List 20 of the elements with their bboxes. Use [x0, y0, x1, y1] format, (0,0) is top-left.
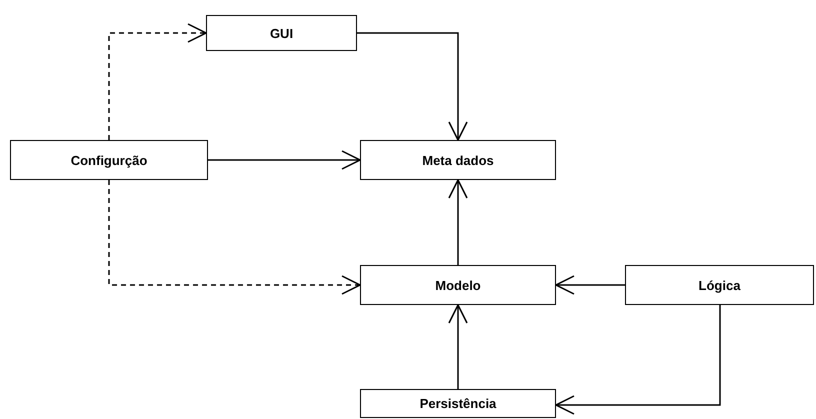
process-box: [10, 140, 208, 180]
process-box: [206, 15, 357, 51]
arrow: [108, 23, 207, 140]
arrow: [108, 180, 361, 295]
box-label: Modelo: [435, 278, 481, 292]
process-box: [625, 265, 814, 305]
arrow: [448, 179, 468, 265]
box-label: Configurção: [70, 152, 148, 168]
process-box: [360, 265, 556, 305]
arrow: [555, 305, 721, 415]
box-label: Lógica: [698, 278, 740, 292]
process-box: [360, 140, 556, 180]
arrow: [555, 275, 625, 295]
process-box: [360, 389, 556, 418]
arrow: [448, 304, 468, 389]
arrow: [208, 150, 361, 170]
box-label: Persistência: [420, 396, 496, 411]
box-label: Meta dados: [422, 152, 494, 168]
box-label: GUI: [270, 26, 294, 40]
arrow: [357, 32, 468, 141]
